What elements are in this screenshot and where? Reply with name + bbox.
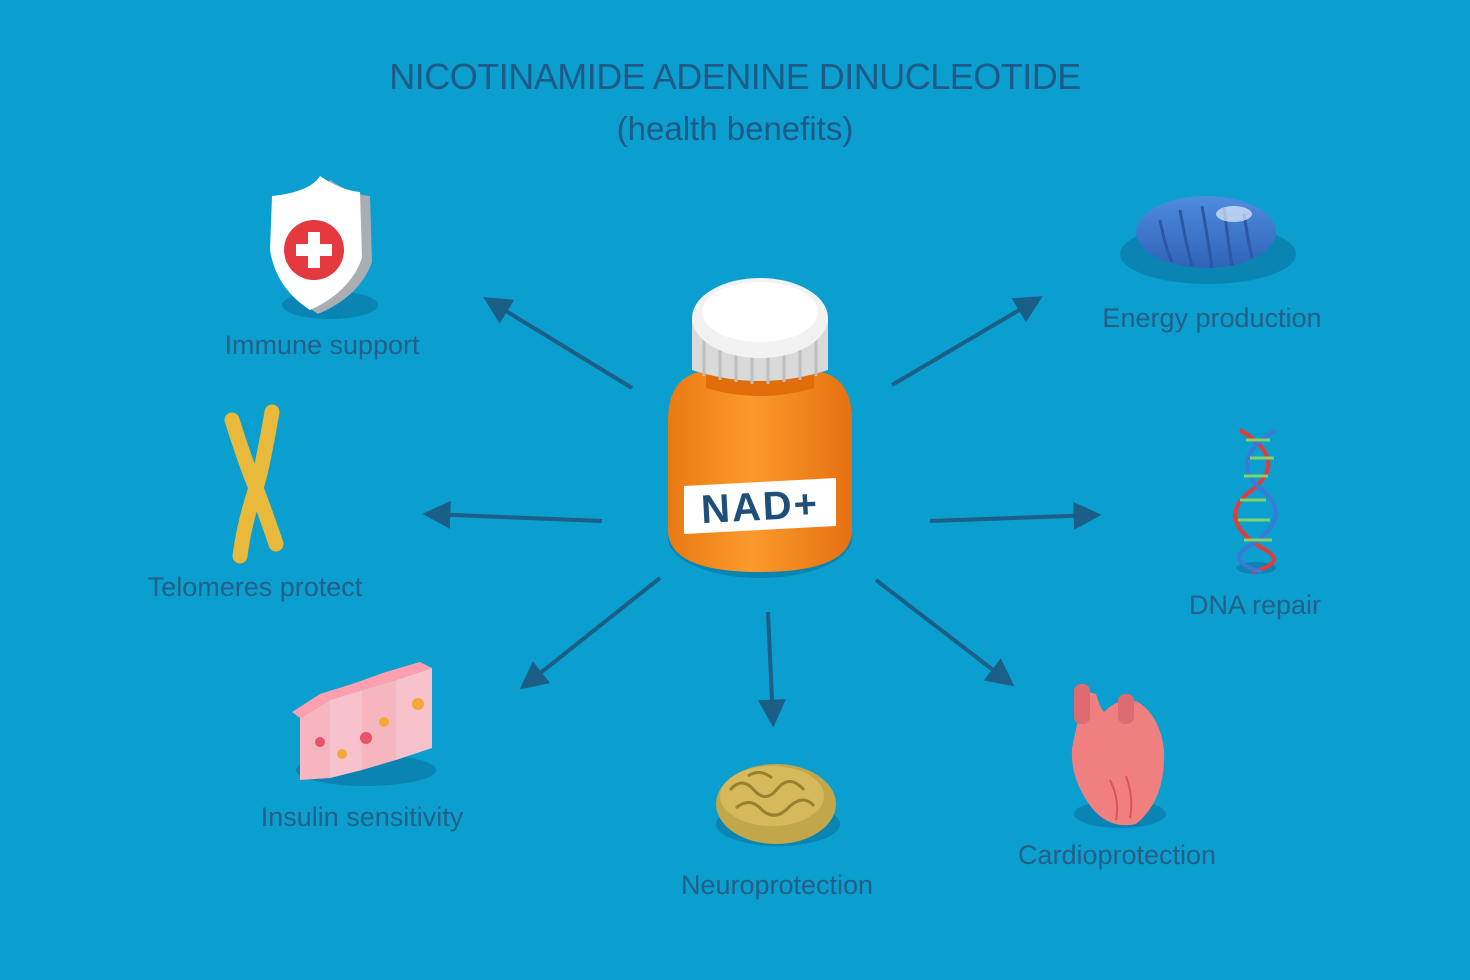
brain-icon — [716, 764, 840, 846]
mitochondrion-icon — [1120, 196, 1296, 284]
label-neuroprotection: Neuroprotection — [680, 870, 874, 900]
arrow-insulin — [519, 576, 662, 690]
nad-bottle-icon — [668, 278, 852, 578]
page-subtitle: (health benefits) — [616, 110, 854, 147]
arrow-dna — [929, 501, 1102, 530]
page-title: NICOTINAMIDE ADENINE DINUCLEOTIDE — [389, 56, 1081, 97]
label-cardioprotection: Cardioprotection — [1017, 840, 1217, 870]
dna-helix-icon — [1233, 428, 1278, 574]
arrow-telomeres — [422, 500, 603, 529]
arrow-energy — [890, 296, 1043, 387]
bottle-label: NAD+ — [700, 482, 820, 532]
heart-icon — [1071, 684, 1166, 828]
label-dna-repair: DNA repair — [1188, 590, 1322, 620]
cells-icon — [292, 662, 436, 786]
chromosome-icon — [224, 404, 284, 564]
shield-cross-icon — [270, 176, 378, 319]
arrow-neuro — [757, 611, 786, 728]
label-immune-support: Immune support — [224, 330, 420, 360]
label-telomeres-protect: Telomeres protect — [147, 572, 363, 602]
arrows — [422, 296, 1102, 728]
label-energy-production: Energy production — [1102, 303, 1322, 333]
arrow-immune — [483, 297, 634, 390]
arrow-cardio — [874, 578, 1015, 687]
label-insulin-sensitivity: Insulin sensitivity — [260, 802, 464, 832]
